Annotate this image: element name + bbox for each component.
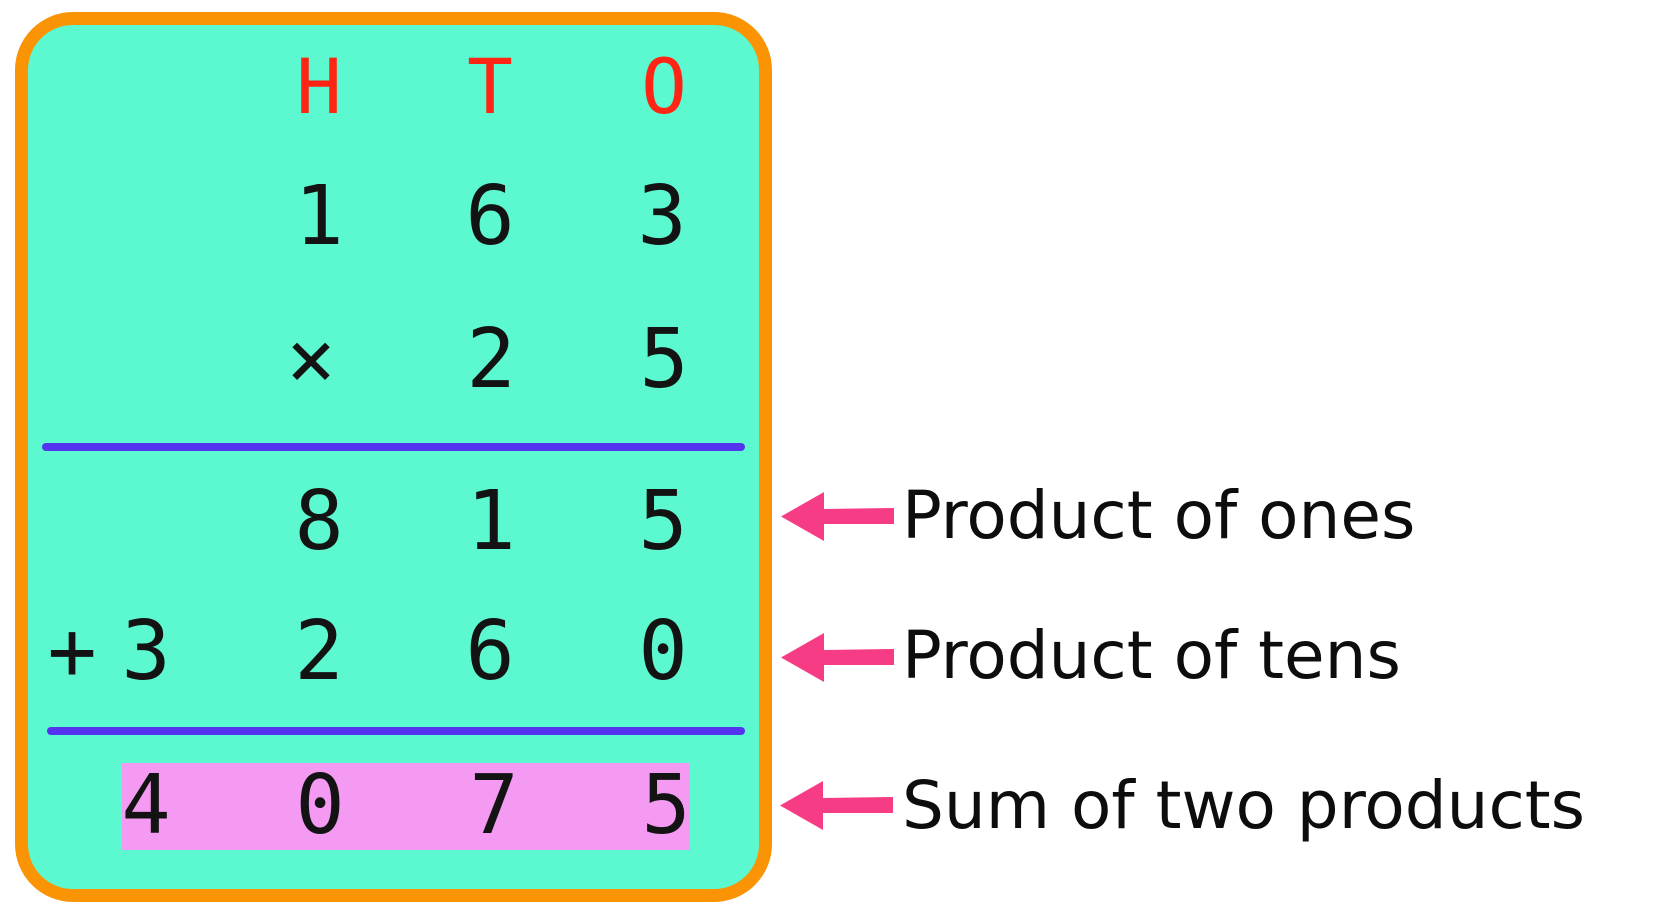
multiplier-ones-digit: 5 [639, 312, 689, 407]
sum-highlight [122, 763, 690, 850]
column-header-hundreds: H [296, 42, 342, 131]
product-ones-tens-digit: 1 [466, 474, 516, 569]
product-ones-hundreds-digit: 8 [294, 474, 344, 569]
worksheet-card [15, 12, 772, 902]
annotation-sum-of-two-products: Sum of two products [902, 767, 1586, 844]
multiplicand-tens-digit: 6 [465, 169, 515, 264]
column-header-ones: O [641, 42, 687, 131]
product-ones-ones-digit: 5 [638, 474, 688, 569]
plus-sign: + [47, 604, 97, 699]
product-tens-ones-digit: 0 [638, 604, 688, 699]
rule-line-bottom [47, 727, 745, 735]
multiplication-sign: × [286, 312, 336, 407]
product-tens-hundreds-digit: 2 [294, 604, 344, 699]
sum-hundreds-digit: 0 [295, 758, 345, 853]
product-tens-tens-digit: 6 [465, 604, 515, 699]
sum-ones-digit: 5 [641, 758, 691, 853]
sum-thousands-digit: 4 [121, 758, 171, 853]
left-arrow-icon [781, 633, 894, 682]
column-header-tens: T [467, 42, 513, 131]
annotation-product-of-tens: Product of tens [902, 617, 1401, 694]
product-tens-thousands-digit: 3 [121, 604, 171, 699]
sum-tens-digit: 7 [469, 758, 519, 853]
annotation-product-of-ones: Product of ones [902, 477, 1416, 554]
multiplicand-ones-digit: 3 [637, 169, 687, 264]
multiplicand-hundreds-digit: 1 [294, 169, 344, 264]
rule-line-top [42, 443, 745, 451]
multiplier-tens-digit: 2 [466, 312, 516, 407]
left-arrow-icon [781, 492, 894, 541]
left-arrow-icon [780, 781, 893, 830]
